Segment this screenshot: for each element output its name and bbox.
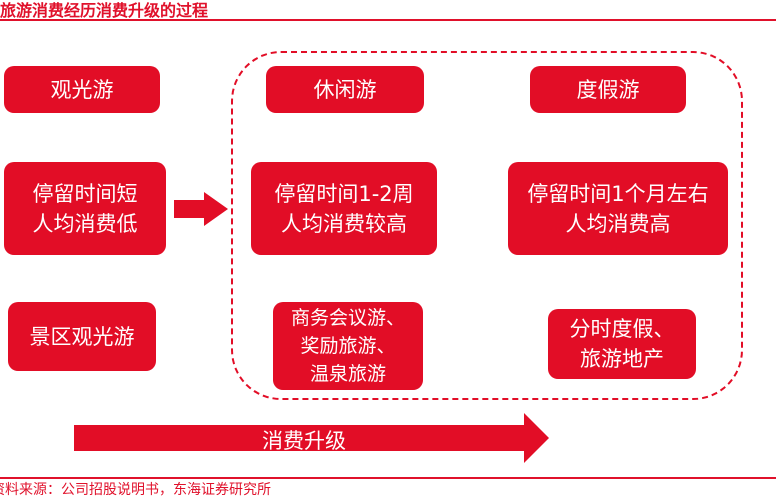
type-leisure: 休闲游 [266,66,424,113]
footer-divider [0,477,776,479]
desc-sightseeing: 停留时间短 人均消费低 [4,162,166,255]
page-title: 旅游消费经历消费升级的过程 [0,1,209,20]
type-sightseeing: 观光游 [4,66,160,113]
upgrade-arrow [74,413,549,463]
right-arrow-icon [174,192,228,226]
header-divider [0,19,776,21]
desc-leisure: 停留时间1-2周 人均消费较高 [251,162,437,255]
upgrade-arrow-label: 消费升级 [262,429,346,453]
type-vacation: 度假游 [530,66,686,113]
upgrade-group-outline [231,51,743,400]
example-sightseeing: 景区观光游 [8,302,156,371]
example-vacation: 分时度假、 旅游地产 [548,309,696,379]
desc-vacation: 停留时间1个月左右 人均消费高 [508,162,728,255]
example-leisure: 商务会议游、 奖励旅游、 温泉旅游 [273,302,423,390]
source-note: 资料来源：公司招股说明书，东海证券研究所 [0,482,271,498]
